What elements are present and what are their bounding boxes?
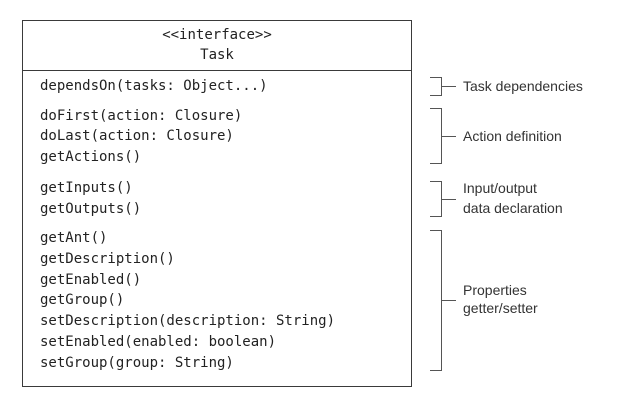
interface-box: <<interface>> Task dependsOn(tasks: Obje… (22, 20, 412, 387)
annotation-properties-line-1: Properties (463, 282, 527, 298)
annotation-io-line-2: data declaration (463, 200, 563, 216)
method-get-outputs: getOutputs() (40, 201, 142, 217)
method-depends-on: dependsOn(tasks: Object...) (40, 78, 268, 94)
bracket-task-dependencies (430, 77, 442, 96)
bracket-tick-task-dependencies (442, 86, 456, 87)
method-get-actions: getActions() (40, 149, 142, 165)
bracket-tick-action-definition (442, 136, 456, 137)
method-set-description: setDescription(description: String) (40, 313, 336, 329)
method-get-inputs: getInputs() (40, 180, 133, 196)
annotation-properties-line-2: getter/setter (463, 300, 538, 316)
method-get-group: getGroup() (40, 292, 125, 308)
method-get-ant: getAnt() (40, 230, 108, 246)
annotation-task-dependencies: Task dependencies (463, 78, 583, 94)
interface-header: <<interface>> Task (23, 21, 411, 71)
method-get-description: getDescription() (40, 251, 175, 267)
bracket-properties (430, 230, 442, 371)
interface-name: Task (200, 47, 234, 63)
method-do-first: doFirst(action: Closure) (40, 108, 243, 124)
bracket-action-definition (430, 108, 442, 164)
method-set-enabled: setEnabled(enabled: boolean) (40, 334, 277, 350)
method-do-last: doLast(action: Closure) (40, 128, 234, 144)
bracket-io-declaration (430, 181, 442, 217)
annotation-io-line-1: Input/output (463, 180, 537, 196)
method-get-enabled: getEnabled() (40, 272, 142, 288)
bracket-tick-properties (442, 300, 456, 301)
method-set-group: setGroup(group: String) (40, 355, 234, 371)
interface-stereotype: <<interface>> (162, 27, 272, 43)
bracket-tick-io-declaration (442, 199, 456, 200)
annotation-action-definition: Action definition (463, 128, 562, 144)
